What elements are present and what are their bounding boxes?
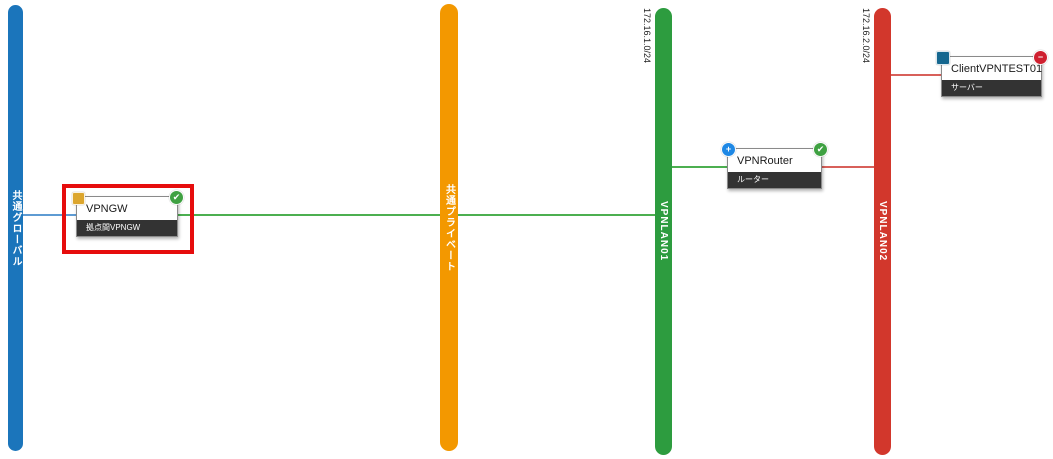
network-label-vpnlan02: VPNLAN02 (877, 201, 888, 262)
connection-global-vpngw (15, 214, 80, 216)
network-bar-vpnlan01[interactable]: VPNLAN01 (655, 8, 672, 455)
network-cidr-vpnlan01: 172.16.1.0/24 (642, 8, 652, 64)
server-icon (936, 51, 950, 65)
add-icon: + (721, 142, 736, 157)
node-title: ClientVPNTEST01 (951, 63, 1043, 75)
network-bar-vpnlan02[interactable]: VPNLAN02 (874, 8, 891, 455)
node-category: ルーター (728, 172, 821, 188)
connection-vpnlan01-vpnrouter (664, 166, 732, 168)
network-cidr-vpnlan02: 172.16.2.0/24 (861, 8, 871, 64)
connection-vpnlan02-clientvpn (882, 74, 946, 76)
node-category: サーバー (942, 80, 1041, 96)
vpn-appliance-icon (72, 192, 85, 205)
node-title: VPNGW (86, 203, 128, 215)
status-running-icon: ✔ (169, 190, 184, 205)
network-label-shared-private: 共通プライベート (443, 183, 455, 272)
node-clientvpntest01[interactable]: ClientVPNTEST01 サーバー − (936, 50, 1048, 97)
status-stopped-icon: − (1033, 50, 1048, 65)
node-title: VPNRouter (737, 155, 793, 167)
node-vpngw[interactable]: VPNGW 拠点間VPNGW ✔ (72, 190, 184, 237)
connection-vpnrouter-vpnlan02 (815, 166, 883, 168)
network-bar-shared-global[interactable]: 共通グローバル (8, 5, 23, 451)
node-category: 拠点間VPNGW (77, 220, 177, 236)
network-bar-shared-private[interactable]: 共通プライベート (440, 4, 458, 451)
network-label-vpnlan01: VPNLAN01 (658, 201, 669, 262)
network-label-shared-global: 共通グローバル (10, 189, 21, 267)
status-running-icon: ✔ (813, 142, 828, 157)
node-vpnrouter[interactable]: + VPNRouter ルーター ✔ (721, 142, 828, 189)
connection-vpngw-vpnlan01 (170, 214, 665, 216)
